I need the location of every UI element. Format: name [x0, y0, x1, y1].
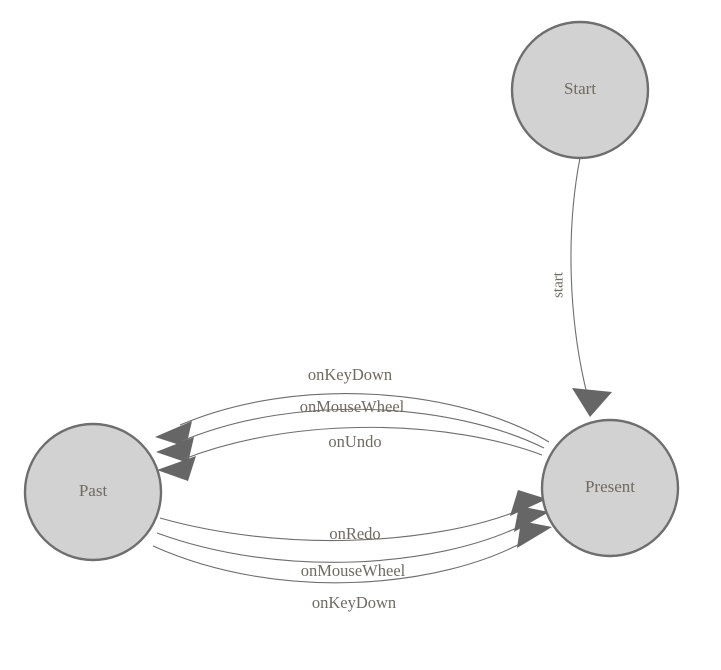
edge-path-past-present-onkeydown [152, 539, 528, 584]
edge-label-start: start [550, 271, 566, 298]
edge-past-to-present-onmousewheel[interactable]: onMouseWheel [156, 506, 549, 580]
arrowhead-present-top [572, 388, 612, 417]
edge-past-to-present-onredo[interactable]: onRedo [159, 490, 547, 543]
node-past[interactable]: Past [23, 422, 163, 562]
edge-label-past-present-onkeydown: onKeyDown [312, 593, 396, 612]
edge-label-past-present-onmousewheel: onMouseWheel [301, 561, 406, 580]
edge-past-to-present-onkeydown[interactable]: onKeyDown [152, 521, 552, 612]
edge-label-present-past-onkeydown: onKeyDown [308, 365, 392, 384]
node-present[interactable]: Present [540, 418, 680, 558]
edge-label-present-past-onmousewheel: onMouseWheel [300, 397, 405, 416]
edge-path-start-present [570, 157, 589, 399]
edge-path-past-present-onredo [159, 509, 521, 542]
edge-path-present-past-onundo [183, 426, 543, 460]
edge-present-to-past-onmousewheel[interactable]: onMouseWheel [156, 397, 545, 463]
node-start-label: Start [564, 79, 596, 98]
edge-label-present-past-onundo: onUndo [328, 432, 381, 451]
edge-start-to-present[interactable]: start [550, 157, 612, 417]
arrowhead-present-onkeydown [517, 521, 552, 548]
arrowhead-past-onundo [157, 456, 196, 481]
node-present-label: Present [585, 477, 635, 496]
edge-label-past-present-onredo: onRedo [329, 524, 380, 543]
node-start[interactable]: Start [510, 20, 650, 160]
arrowhead-past-onmousewheel [156, 437, 194, 463]
edge-path-past-present-onmousewheel [156, 524, 524, 563]
node-past-label: Past [79, 481, 108, 500]
node-present-circle [540, 418, 680, 558]
node-start-circle [510, 20, 650, 160]
edge-path-present-past-onkeydown [179, 393, 550, 443]
node-past-circle [23, 422, 163, 562]
edge-path-present-past-onmousewheel [181, 408, 545, 449]
edge-present-to-past-onundo[interactable]: onUndo [157, 426, 543, 481]
